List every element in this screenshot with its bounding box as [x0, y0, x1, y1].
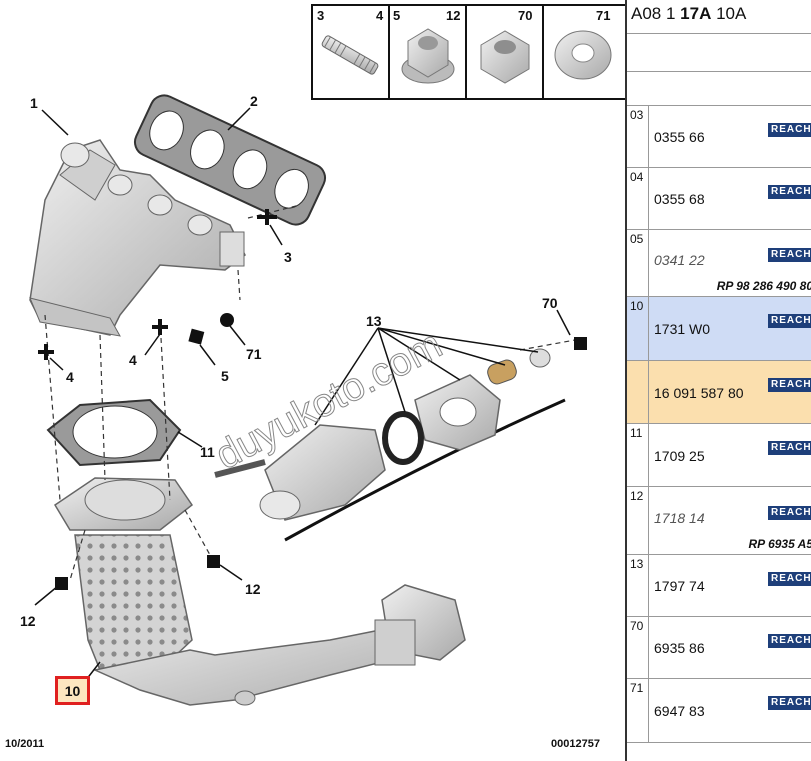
- legend-label-3: 3: [317, 8, 324, 23]
- callout-71: 71: [246, 346, 262, 362]
- reach-badge[interactable]: REACH: [768, 314, 811, 328]
- row-index: 70: [627, 617, 649, 678]
- washer-icon: [554, 30, 612, 80]
- exploded-view-drawing: 3 4 5 12 70 71: [20, 4, 625, 706]
- parts-row[interactable]: 05 0341 22 REACH RP 98 286 490 80: [627, 230, 811, 297]
- callout-13: 13: [366, 313, 382, 329]
- reach-badge[interactable]: REACH: [768, 123, 811, 137]
- part-number: 6935 86: [654, 640, 705, 656]
- row-index: 12: [627, 487, 649, 554]
- legend-label-5: 5: [393, 8, 400, 23]
- title-suffix: 10A: [711, 4, 747, 23]
- parts-row[interactable]: 12 1718 14 REACH RP 6935 A5: [627, 487, 811, 555]
- callout-leaders: [34, 107, 571, 681]
- manifold-gasket: [133, 94, 327, 226]
- detail-boundary: [284, 398, 566, 542]
- parts-row[interactable]: 10 1731 W0 REACH: [627, 297, 811, 361]
- callout-12-left: 12: [20, 613, 36, 629]
- fastener-legend: 3 4 5 12 70 71: [311, 4, 625, 100]
- reach-badge[interactable]: REACH: [768, 572, 811, 586]
- parts-list-panel: A08 1 17A 10A 03 0355 66 REACH 04 0355 68 REA…: [625, 0, 811, 761]
- flange-nut-icon: [401, 28, 455, 84]
- part-number: 1731 W0: [654, 321, 711, 337]
- flexible-joint-assembly: [214, 348, 551, 521]
- title-divider: [627, 33, 811, 34]
- callout-4-left: 4: [66, 369, 74, 385]
- row-index: 05: [627, 230, 649, 296]
- row-index: [627, 361, 649, 423]
- callout-4-right: 4: [129, 352, 137, 368]
- title-prefix: A08 1: [631, 4, 681, 23]
- reach-badge[interactable]: REACH: [768, 185, 811, 199]
- callout-5: 5: [221, 368, 229, 384]
- replacement-note: RP 6935 A5: [748, 537, 811, 551]
- legend-label-71: 71: [596, 8, 610, 23]
- exhaust-manifold: [29, 139, 246, 337]
- parts-row[interactable]: 04 0355 68 REACH: [627, 168, 811, 230]
- callout-1: 1: [30, 95, 38, 111]
- part-number: 0355 68: [654, 191, 705, 207]
- converter-gasket: [46, 398, 182, 467]
- title-bold: 17A: [680, 4, 712, 23]
- header-divider-2: [627, 105, 811, 106]
- parts-row[interactable]: 71 6947 83 REACH: [627, 679, 811, 743]
- part-number: 1709 25: [654, 448, 705, 464]
- part-number: 1797 74: [654, 578, 705, 594]
- part-number: 16 091 587 80: [654, 385, 744, 401]
- legend-label-12: 12: [446, 8, 460, 23]
- row-index: 04: [627, 168, 649, 229]
- part-number: 1718 14: [654, 510, 705, 526]
- reach-badge[interactable]: REACH: [768, 441, 811, 455]
- part-number: 0355 66: [654, 129, 705, 145]
- parts-row[interactable]: 16 091 587 80 REACH: [627, 361, 811, 424]
- diagram-code: 00012757: [551, 738, 600, 750]
- callout-12-right: 12: [245, 581, 261, 597]
- replacement-note: RP 98 286 490 80: [716, 279, 811, 293]
- reach-badge[interactable]: REACH: [768, 696, 811, 710]
- legend-label-70: 70: [518, 8, 532, 23]
- row-index: 71: [627, 679, 649, 742]
- parts-row[interactable]: 70 6935 86 REACH: [627, 617, 811, 679]
- callout-70: 70: [542, 295, 558, 311]
- parts-diagram: 3 4 5 12 70 71: [5, 4, 625, 750]
- panel-title: A08 1 17A 10A: [631, 4, 746, 24]
- part-number: 6947 83: [654, 703, 705, 719]
- parts-row[interactable]: 03 0355 66 REACH: [627, 106, 811, 168]
- hex-nut-icon: [480, 30, 530, 84]
- parts-row[interactable]: 13 1797 74 REACH: [627, 555, 811, 617]
- row-index: 11: [627, 424, 649, 486]
- legend-label-4: 4: [376, 8, 384, 23]
- reach-badge[interactable]: REACH: [768, 248, 811, 262]
- reach-badge[interactable]: REACH: [768, 506, 811, 520]
- part-number: 0341 22: [654, 252, 705, 268]
- catalytic-converter: [53, 477, 466, 706]
- selected-part-10-callout[interactable]: 10: [55, 676, 90, 705]
- callout-11: 11: [200, 444, 215, 460]
- row-index: 03: [627, 106, 649, 167]
- callout-2: 2: [250, 93, 258, 109]
- reach-badge[interactable]: REACH: [768, 634, 811, 648]
- header-divider: [627, 71, 811, 72]
- row-index: 13: [627, 555, 649, 616]
- callout-3: 3: [284, 249, 292, 265]
- stud-icon: [321, 35, 379, 75]
- reach-badge[interactable]: REACH: [768, 378, 811, 392]
- row-index: 10: [627, 297, 649, 360]
- diagram-date: 10/2011: [5, 738, 45, 750]
- parts-row[interactable]: 11 1709 25 REACH: [627, 424, 811, 487]
